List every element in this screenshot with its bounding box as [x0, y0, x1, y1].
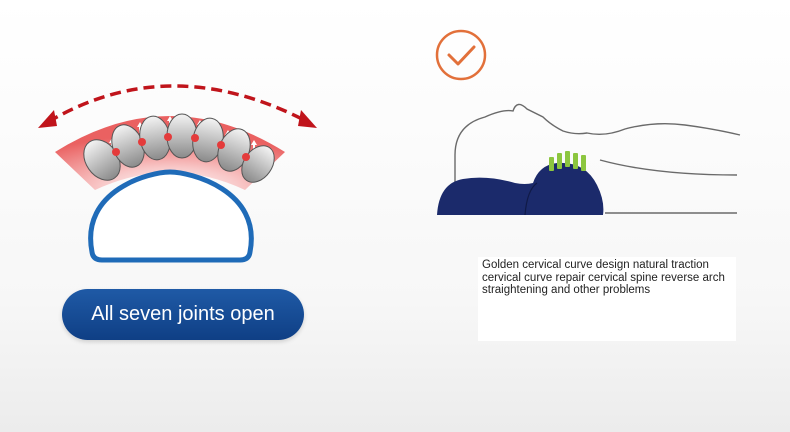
- contour-pillow: [437, 162, 604, 215]
- head-silhouette: [454, 103, 741, 215]
- curved-double-arrow-icon: [38, 84, 317, 128]
- check-circle-icon: [435, 29, 487, 81]
- seven-joints-badge: All seven joints open: [62, 289, 304, 340]
- massage-nodules: [549, 151, 586, 171]
- spine-illustration: [38, 84, 317, 263]
- vertebrae: [83, 113, 275, 183]
- description-box: Golden cervical curve design natural tra…: [478, 257, 736, 341]
- badge-label: All seven joints open: [91, 303, 275, 325]
- description-text: Golden cervical curve design natural tra…: [482, 259, 725, 296]
- pillow-head-illustration: [435, 29, 741, 216]
- pillow-outline: [88, 169, 254, 263]
